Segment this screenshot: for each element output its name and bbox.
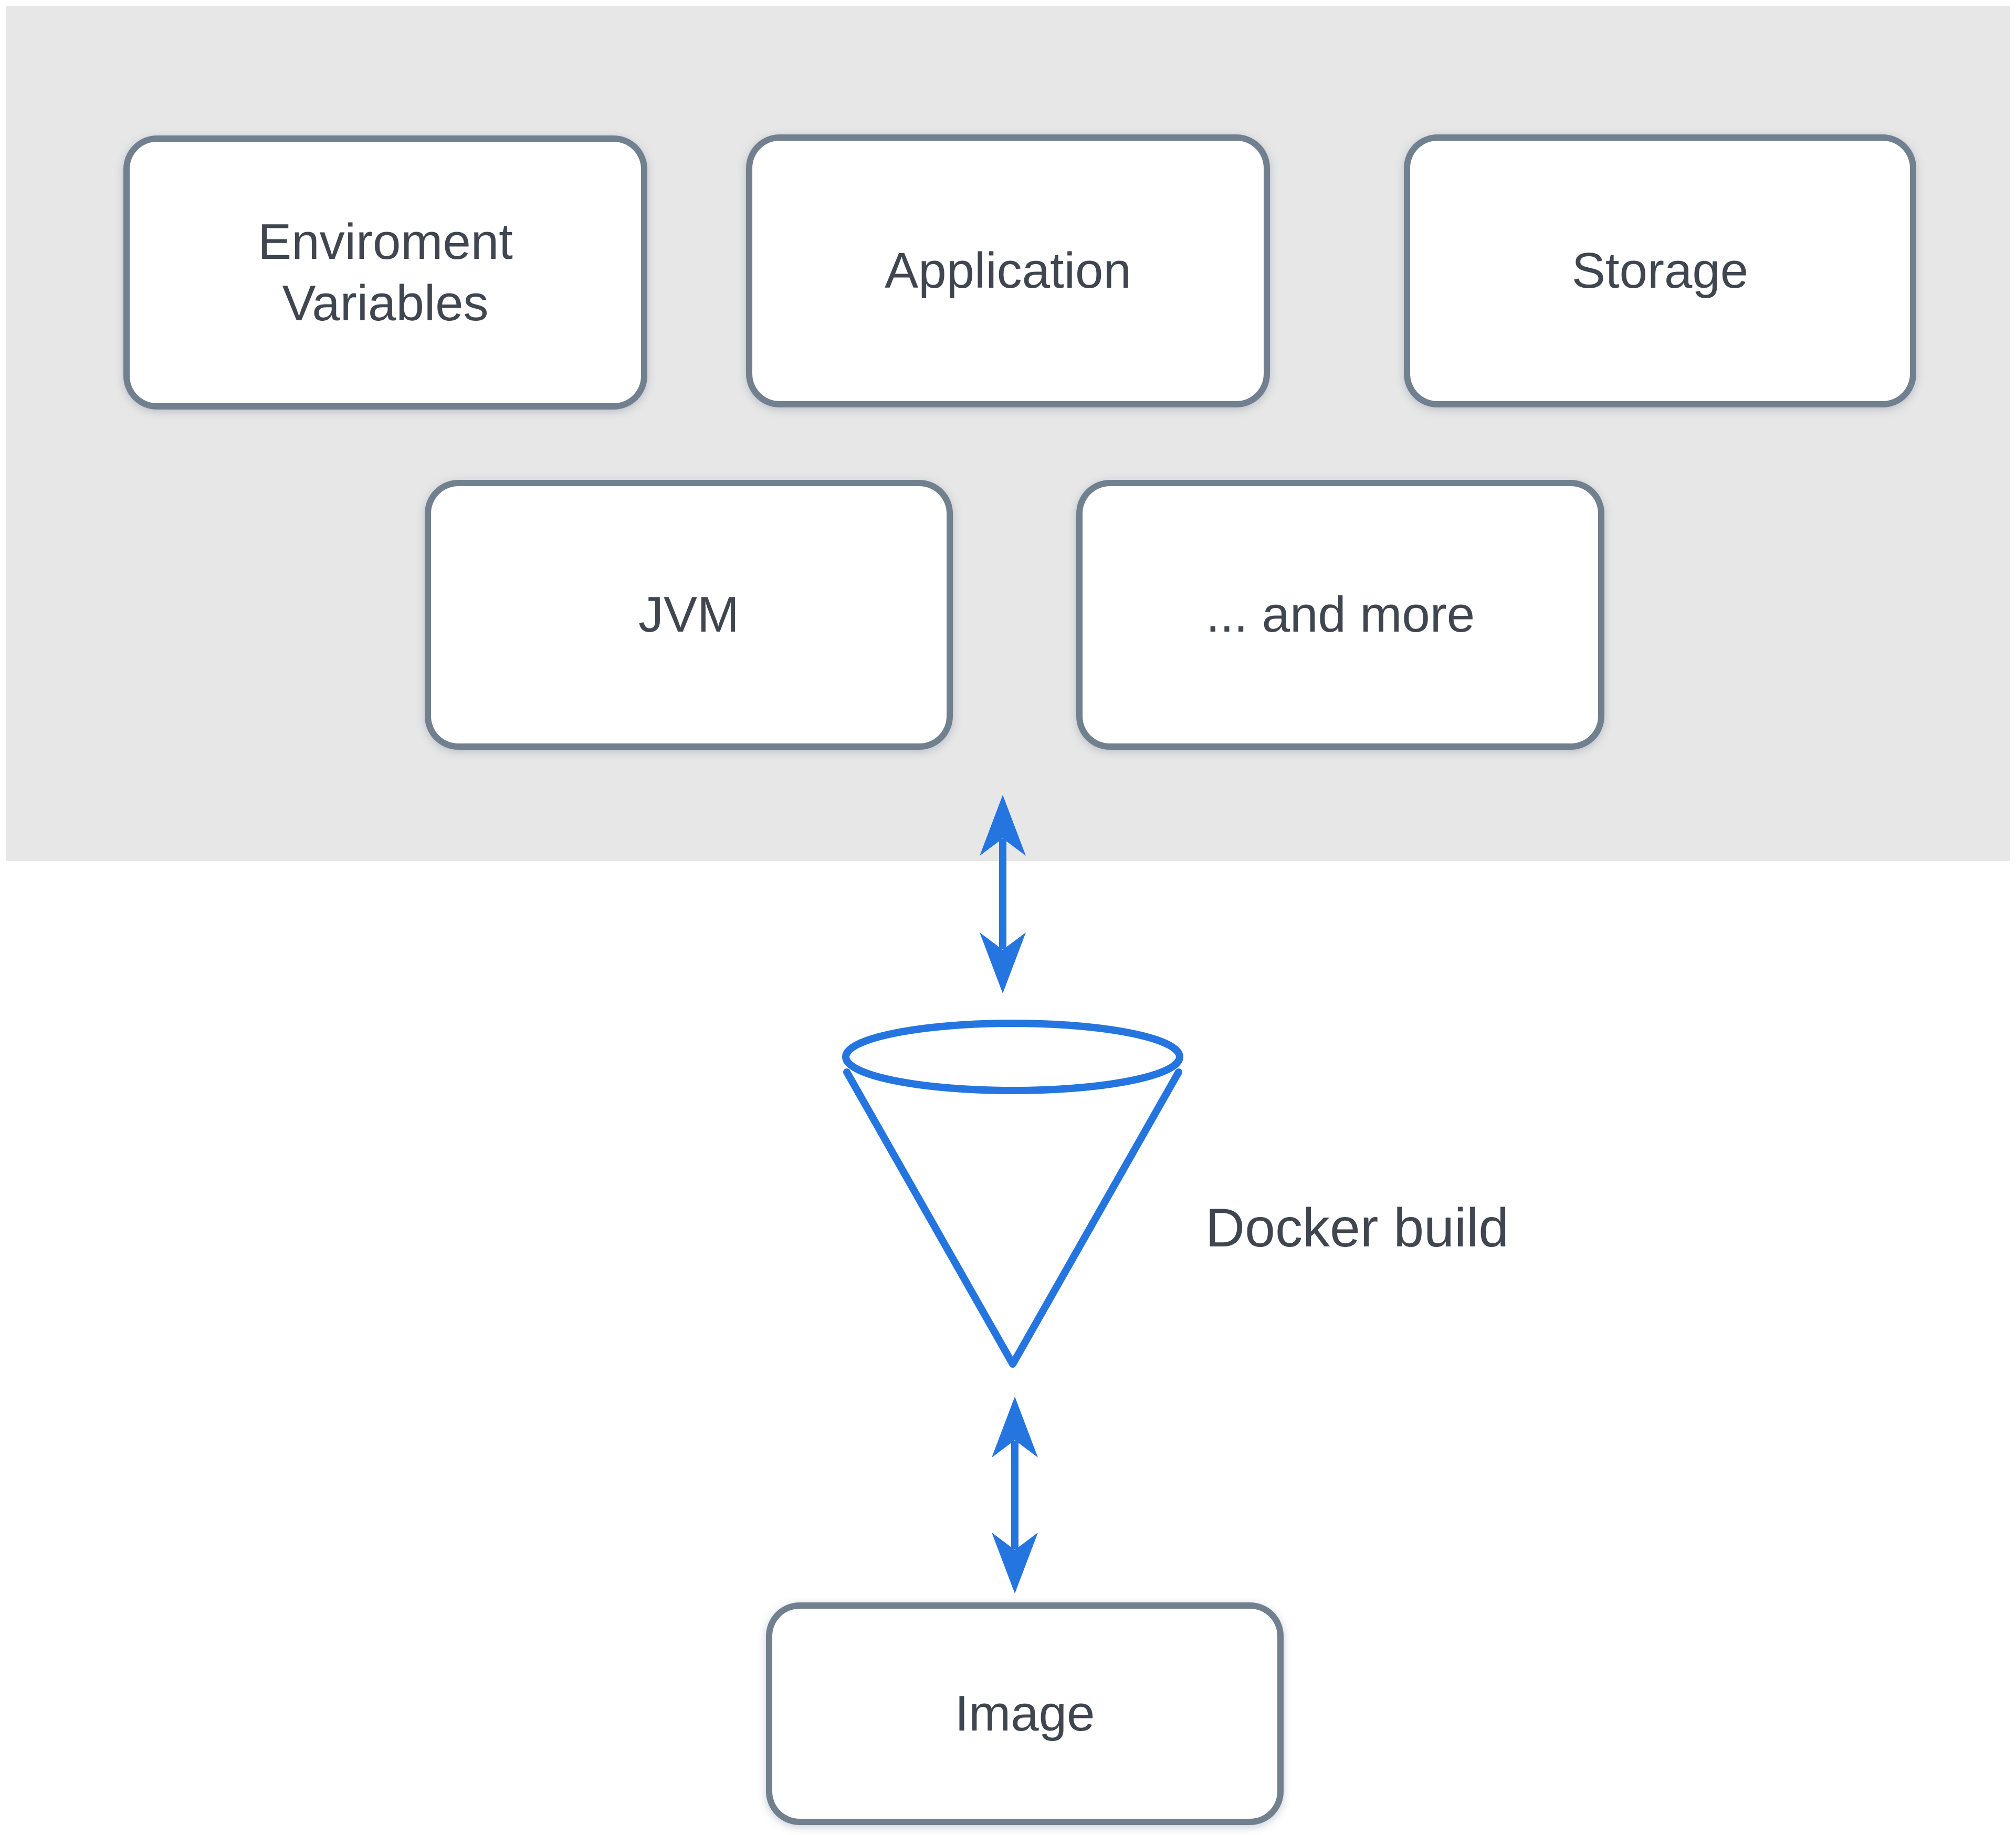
node-jvm-label: JVM (638, 586, 739, 643)
node-storage: Storage (1404, 134, 1916, 407)
node-environment-variables-label: Enviroment Variables (258, 213, 513, 331)
funnel-icon (842, 1020, 1183, 1368)
node-and-more: ... and more (1076, 480, 1604, 750)
node-image-label: Image (954, 1685, 1095, 1742)
node-application: Application (746, 134, 1270, 407)
node-storage-label: Storage (1571, 243, 1749, 299)
node-image: Image (766, 1602, 1284, 1825)
double-arrow-bottom-icon (992, 1397, 1038, 1593)
docker-build-label: Docker build (1205, 1198, 1509, 1259)
node-application-label: Application (885, 243, 1131, 299)
node-environment-variables: Enviroment Variables (123, 135, 647, 410)
node-jvm: JVM (425, 480, 953, 750)
node-and-more-label: ... and more (1205, 586, 1475, 643)
